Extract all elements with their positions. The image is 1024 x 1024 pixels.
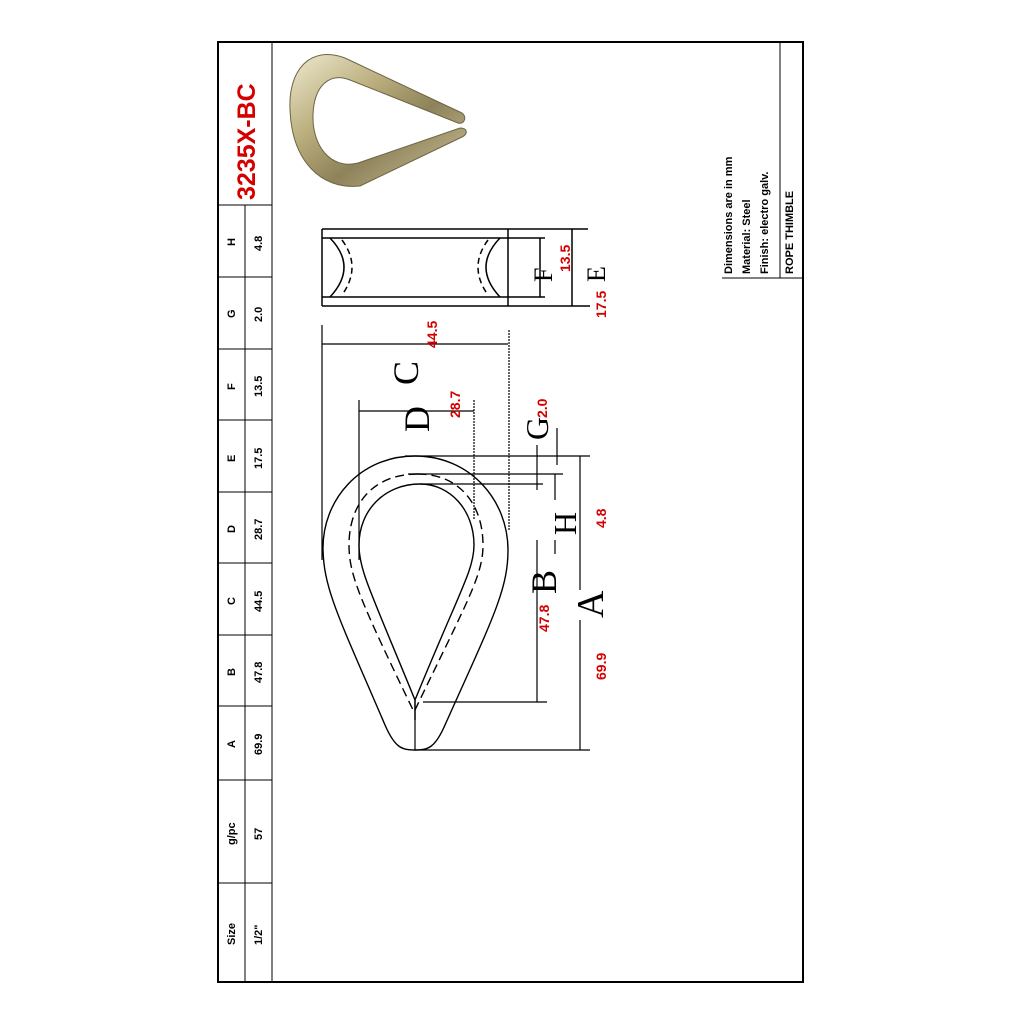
- header-c: C: [226, 597, 238, 605]
- cell-a: 69.9: [253, 734, 265, 755]
- note-finish: Finish: electro galv.: [759, 172, 771, 275]
- value-a: 69.9: [593, 653, 609, 680]
- header-a: A: [226, 740, 238, 748]
- header-h: H: [226, 238, 238, 246]
- cell-h: 4.8: [253, 236, 265, 251]
- letter-g: G: [519, 417, 555, 440]
- spec-table-grid: [218, 204, 272, 884]
- product-code: 3235X-BC: [233, 83, 261, 200]
- cell-c: 44.5: [253, 591, 265, 612]
- letter-e: E: [582, 266, 611, 282]
- title-block: [722, 42, 803, 279]
- cell-weight: 57: [253, 828, 265, 840]
- note-dimensions: Dimensions are in mm: [723, 156, 735, 274]
- header-size: Size: [226, 923, 238, 945]
- letter-h: H: [547, 512, 583, 535]
- cell-d: 28.7: [253, 519, 265, 540]
- side-view-drawing: [321, 228, 590, 307]
- value-f: 13.5: [557, 245, 573, 272]
- front-view-dimensions: [321, 325, 590, 751]
- header-g: G: [226, 309, 238, 318]
- cell-b: 47.8: [253, 662, 265, 683]
- product-name: ROPE THIMBLE: [784, 191, 796, 274]
- header-f: F: [226, 383, 238, 390]
- cell-e: 17.5: [253, 448, 265, 469]
- cell-f: 13.5: [253, 376, 265, 397]
- spec-table-headers: Size g/pc A B C D E F G H: [226, 238, 238, 945]
- header-e: E: [226, 455, 238, 462]
- letter-d: D: [397, 406, 437, 432]
- letter-a: A: [570, 590, 612, 618]
- cell-g: 2.0: [253, 307, 265, 322]
- spec-table-row: 1/2" 57 69.9 47.8 44.5 28.7 17.5 13.5 2.…: [253, 236, 265, 945]
- letter-c: C: [386, 361, 426, 385]
- rope-thimble-photo: [289, 54, 467, 187]
- cell-size: 1/2": [253, 924, 265, 945]
- value-c: 44.5: [424, 321, 440, 348]
- letter-b: B: [524, 570, 564, 594]
- sheet-border: [217, 41, 804, 983]
- value-g: 2.0: [534, 398, 550, 418]
- header-b: B: [226, 668, 238, 676]
- value-h: 4.8: [593, 508, 609, 528]
- value-d: 28.7: [447, 391, 463, 418]
- header-weight: g/pc: [226, 822, 238, 845]
- header-d: D: [226, 525, 238, 533]
- note-material: Material: Steel: [741, 199, 753, 274]
- value-b: 47.8: [536, 605, 552, 632]
- front-view-drawing: [322, 455, 509, 751]
- letter-f: F: [529, 268, 558, 282]
- notes: Dimensions are in mm Material: Steel Fin…: [723, 156, 796, 274]
- value-e: 17.5: [593, 291, 609, 318]
